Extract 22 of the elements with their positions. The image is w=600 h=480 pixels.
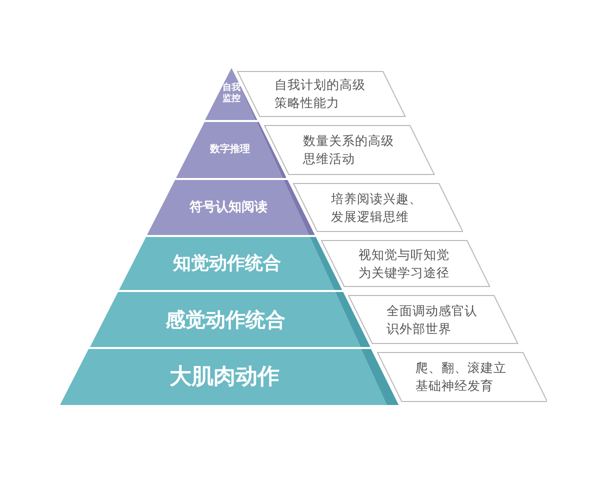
- level-label: 自我监控: [221, 82, 242, 106]
- level-label: 数字推理: [208, 144, 251, 156]
- pyramid-level: [146, 180, 315, 235]
- level-label: 知觉动作统合: [172, 252, 282, 275]
- description-text: 全面调动感官认识外部世界: [386, 302, 479, 338]
- pyramid-level: [118, 237, 342, 290]
- description-text: 爬、翻、滚建立基础神经发育: [415, 359, 508, 395]
- pyramid-level: [176, 122, 286, 178]
- level-label: 符号认知阅读: [188, 199, 268, 216]
- level-label: 感觉动作统合: [164, 307, 287, 332]
- description-panel: [321, 240, 490, 287]
- pyramid-level: [90, 292, 370, 347]
- description-text: 自我计划的高级策略性能力: [274, 76, 366, 112]
- pyramid-level: [60, 349, 399, 405]
- description-panel: [264, 125, 435, 175]
- description-text: 数量关系的高级思维活动: [302, 132, 395, 168]
- description-panel: [376, 352, 548, 402]
- description-text: 视知觉与听知觉为关键学习途径: [358, 246, 450, 282]
- description-text: 培养阅读兴趣、发展逻辑思维: [331, 190, 424, 226]
- level-label: 大肌肉动作: [168, 363, 280, 391]
- description-panel: [292, 183, 464, 232]
- description-panel: [348, 295, 519, 344]
